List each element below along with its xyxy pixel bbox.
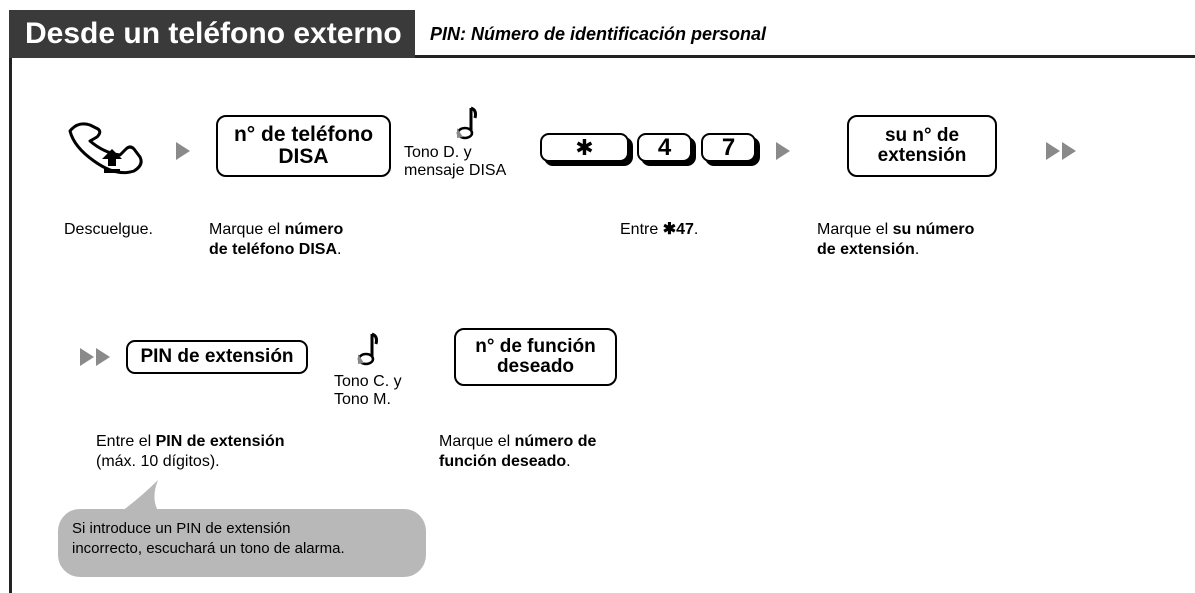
desc-pin-pre: Entre el: [96, 433, 156, 450]
tone2-line2: Tono M.: [334, 391, 391, 408]
desc-pin-line2: (máx. 10 dígitos).: [96, 453, 220, 470]
frame-top-rule: [9, 55, 1195, 58]
desc-func-end: .: [566, 453, 571, 470]
bubble-pointer: [118, 480, 160, 514]
key-7: 7: [701, 133, 756, 162]
pin-definition: PIN: Número de identificación personal: [430, 24, 767, 44]
note-line2: incorrecto, escuchará un tono de alarma.: [72, 540, 345, 557]
ext-box-line1: su n° de: [884, 125, 960, 147]
arrow-right-icon: [776, 142, 790, 160]
desc-feature: Marque el número de función deseado.: [439, 432, 596, 472]
desc-ext-pre: Marque el: [817, 221, 893, 238]
tone2-line1: Tono C. y: [334, 373, 402, 390]
desc-ext-end: .: [914, 241, 920, 258]
key-4: 4: [637, 133, 692, 162]
section-title: Desde un teléfono externo: [9, 10, 415, 58]
desc-enter-bold: ✱47: [662, 221, 694, 238]
desc-ext-bold2: de extensión: [817, 241, 915, 258]
note-line1: Si introduce un PIN de extensión: [72, 520, 291, 537]
key-star: ✱: [540, 133, 629, 162]
handset-offhook-icon: [68, 122, 143, 175]
desc-enter-end: .: [693, 221, 699, 238]
desc-func-pre: Marque el: [439, 433, 515, 450]
desc-func-bold2: función deseado: [439, 453, 567, 470]
tone1-line2: mensaje DISA: [404, 162, 507, 179]
musical-note-icon: [357, 332, 378, 366]
warning-note-text: Si introduce un PIN de extensión incorre…: [72, 519, 345, 559]
musical-note-icon: [456, 106, 477, 140]
desc-ext-bold1: su número: [892, 221, 975, 238]
pin-box-label: PIN de extensión: [140, 346, 294, 368]
func-box-line1: n° de función: [475, 336, 596, 358]
disa-box-line2: DISA: [278, 145, 329, 168]
arrow-right-icon: [176, 142, 190, 160]
disa-box-line1: n° de teléfono: [233, 122, 374, 146]
tone1-line1: Tono D. y: [404, 144, 472, 161]
desc-disa-bold2: de teléfono DISA: [209, 241, 338, 258]
desc-enter-pre: Entre: [620, 221, 663, 238]
tone-label-2: Tono C. y Tono M.: [334, 373, 402, 409]
ext-box-line2: extensión: [877, 145, 967, 166]
pin-box: PIN de extensión: [126, 340, 308, 374]
desc-disa-end: .: [337, 241, 342, 258]
desc-extension: Marque el su número de extensión.: [817, 220, 974, 260]
frame-left-rule: [9, 55, 12, 593]
desc-pin: Entre el PIN de extensión (máx. 10 dígit…: [96, 432, 285, 472]
desc-enter-code: Entre ✱47.: [620, 220, 698, 240]
func-box-line2: deseado: [496, 356, 575, 377]
desc-disa-pre: Marque el: [209, 221, 285, 238]
desc-disa: Marque el número de teléfono DISA.: [209, 220, 343, 260]
desc-offhook: Descuelgue.: [64, 221, 153, 238]
desc-func-bold1: número de: [514, 433, 597, 450]
desc-pin-bold: PIN de extensión: [155, 433, 285, 450]
desc-disa-bold1: número: [284, 221, 344, 238]
tone-label-1: Tono D. y mensaje DISA: [404, 144, 506, 180]
warning-note-bubble: [58, 509, 426, 577]
